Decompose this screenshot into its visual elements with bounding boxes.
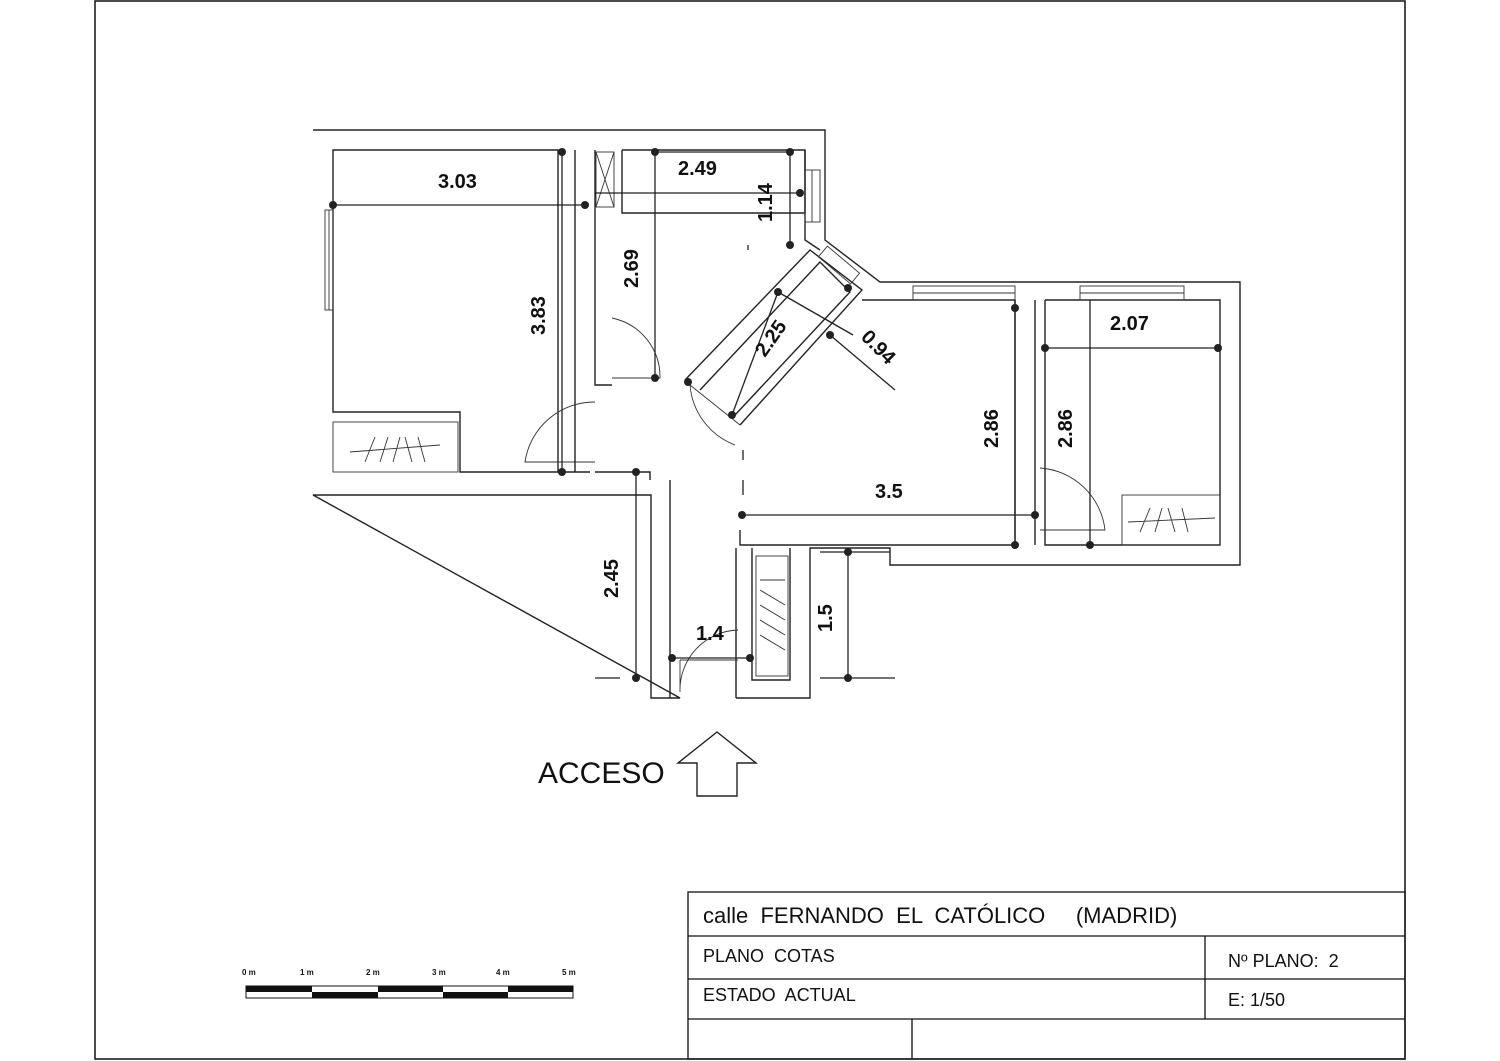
dim-2-69: 2.69 [621,249,643,288]
title-block: calle FERNANDO EL CATÓLICO (MADRID) PLAN… [687,891,1406,1060]
scale-label-2: 2 m [366,968,380,977]
access-label: ACCESO [538,757,665,790]
dim-1-5: 1.5 [815,604,837,632]
title-scale: E: 1/50 [1228,990,1285,1010]
title-address: calle FERNANDO EL CATÓLICO (MADRID) [703,903,1177,928]
dim-2-86-b: 2.86 [1055,409,1077,448]
doors [524,317,1106,693]
title-plan-name: PLANO COTAS [703,946,835,966]
sheet-frame [94,0,1406,1060]
dim-2-86-a: 2.86 [981,409,1003,448]
title-state: ESTADO ACTUAL [703,985,856,1005]
dim-1-4: 1.4 [696,623,725,645]
up-arrow-icon [675,731,759,797]
dim-2-07: 2.07 [1110,313,1149,335]
windows [324,169,1185,311]
dim-3-83: 3.83 [528,296,550,335]
title-plan-number: Nº PLANO: 2 [1228,951,1339,971]
dim-2-45: 2.45 [601,559,623,598]
scale-label-5: 5 m [562,968,576,977]
dimension-dots [329,148,1222,682]
scale-label-1: 1 m [300,968,314,977]
scale-bar: 0 m 1 m 2 m 3 m 4 m 5 m [242,968,576,999]
dim-2-25: 2.25 [751,316,791,361]
scale-label-3: 3 m [432,968,446,977]
dim-1-14: 1.14 [755,182,777,222]
scale-label-4: 4 m [496,968,510,977]
dim-3-5: 3.5 [875,481,903,503]
dim-3-03: 3.03 [438,171,477,193]
scale-label-0: 0 m [242,968,256,977]
wardrobes [332,151,1221,677]
dimension-labels: 3.03 2.49 1.14 2.69 3.83 2.25 0.94 2.07 … [438,158,1149,645]
dimension-lines [333,151,1218,680]
dim-2-49: 2.49 [678,158,717,180]
